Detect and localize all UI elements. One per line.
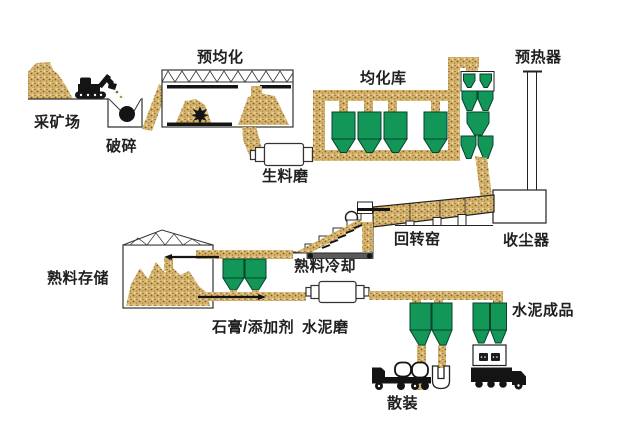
label-gypsum-additives: 石膏/添加剂 (212, 319, 295, 336)
bag-truck-icon (471, 367, 526, 390)
stack-and-dust-collector (492, 70, 547, 224)
crusher-icon (107, 98, 143, 128)
label-crushing: 破碎 (106, 138, 138, 155)
stack (527, 71, 537, 191)
silo (423, 111, 448, 153)
prehomogenization-shed (161, 69, 294, 157)
label-mining-site: 采矿场 (34, 114, 81, 131)
label-clinker-cooling: 熟料冷却 (294, 258, 357, 275)
clinker-piles (126, 262, 210, 306)
kiln-head-box (357, 201, 373, 214)
label-rotary-kiln: 回转窑 (394, 231, 441, 248)
truss-roof (161, 70, 294, 83)
reclaimer-star-icon (191, 106, 209, 124)
dust-collector-box (492, 189, 547, 224)
preheater-tower-icon (460, 71, 495, 207)
cooler-outfeed-band (213, 250, 293, 259)
material-ring (313, 57, 479, 161)
top-conveyor-bar (167, 85, 238, 89)
burner-pipe (357, 208, 390, 211)
homogenization-silos (331, 111, 448, 153)
top-conveyor-bar-right (260, 85, 291, 89)
label-clinker-storage: 熟料存储 (47, 270, 110, 287)
excavator-icon (75, 74, 117, 99)
gable-roof (122, 229, 214, 246)
kiln-feed-band (475, 156, 493, 207)
silo (383, 111, 408, 153)
label-homogenization-silo: 均化库 (360, 70, 407, 87)
stockpile-right (238, 93, 289, 125)
label-cement-product: 水泥成品 (512, 302, 575, 319)
silo (331, 111, 356, 153)
product-silos (472, 302, 508, 344)
label-dust-collector: 收尘器 (503, 232, 550, 249)
mining-area (28, 62, 143, 128)
label-raw-mill: 生料磨 (262, 168, 309, 185)
gypsum-additive-hoppers (222, 258, 267, 293)
bag-packer-icon (472, 344, 507, 367)
ore-mound (28, 62, 73, 99)
loading-spout-icon (431, 365, 451, 390)
label-cement-mill: 水泥磨 (302, 319, 349, 336)
bottom-conveyor-bar (167, 122, 232, 126)
label-pre-homogenization: 预均化 (197, 49, 244, 66)
silo (357, 111, 382, 153)
label-bulk-loading: 散装 (387, 395, 419, 412)
clinker-storage-shed (122, 229, 306, 309)
clinker-cooler-icon (291, 213, 374, 259)
cement-mill-icon (305, 280, 370, 304)
label-preheater: 预热器 (515, 49, 562, 66)
bulk-tanker-truck-icon (372, 361, 431, 390)
